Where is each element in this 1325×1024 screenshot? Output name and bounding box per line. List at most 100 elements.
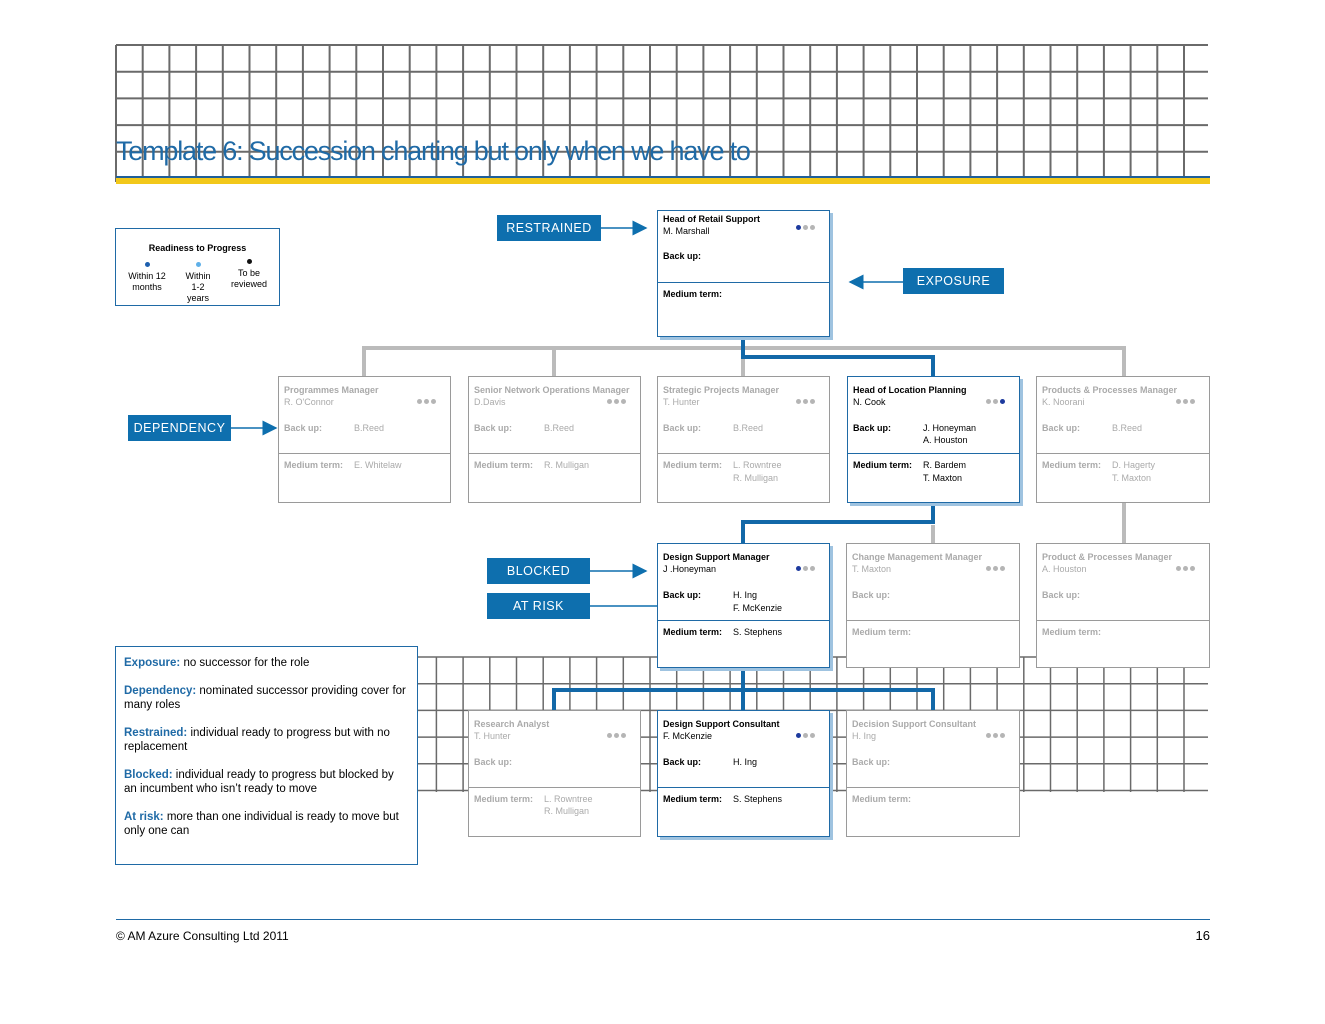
medium-term-label: Medium term: (474, 794, 534, 804)
backup-label: Back up: (852, 590, 891, 600)
backup-label: Back up: (1042, 423, 1081, 433)
page-title: Template 6: Succession charting but only… (116, 136, 751, 166)
readiness-dots-icon (1176, 566, 1195, 571)
backup-name: F. McKenzie (733, 603, 783, 613)
role-card-head-of-location-planning: Head of Location Planning N. Cook Back u… (847, 376, 1020, 503)
definitions-panel: Exposure: no successor for the role Depe… (115, 646, 418, 865)
readiness-dots-icon (796, 399, 815, 404)
backup-name: B.Reed (1112, 423, 1143, 433)
role-holder: T. Hunter (663, 397, 700, 407)
legend-item-within-12-months: Within 12 months (122, 262, 172, 293)
dot-icon (144, 262, 150, 267)
backup-name: B.Reed (354, 423, 385, 433)
role-card-change-management-manager: Change Management Manager T. Maxton Back… (846, 543, 1020, 668)
medium-term-name: L. Rowntree (544, 794, 593, 804)
medium-term-name: T. Maxton (1112, 473, 1152, 483)
dependency-tag: DEPENDENCY (128, 415, 231, 441)
definition-term: Blocked: (124, 769, 173, 781)
definition-text: individual ready to progress but with no… (124, 727, 390, 753)
definition-exposure: Exposure: no successor for the role (124, 656, 409, 670)
role-holder: K. Noorani (1042, 397, 1085, 407)
backup-name: J. Honeyman (923, 423, 977, 433)
backup-name: A. Houston (923, 435, 968, 445)
legend-heading: Readiness to Progress (148, 243, 247, 253)
role-title: Strategic Projects Manager (663, 385, 780, 395)
definition-term: Dependency: (124, 685, 197, 697)
role-card-decision-support-consultant: Decision Support Consultant H. Ing Back … (846, 710, 1020, 837)
medium-term-name: L. Rowntree (733, 460, 782, 470)
readiness-dots-icon (986, 399, 1005, 404)
medium-term-label: Medium term: (663, 794, 723, 804)
readiness-dots-icon (796, 225, 815, 230)
role-title: Senior Network Operations Manager (474, 385, 630, 395)
medium-term-label: Medium term: (1042, 460, 1102, 470)
backup-label: Back up: (852, 757, 891, 767)
backup-label: Back up: (474, 423, 513, 433)
copyright: © AM Azure Consulting Ltd 2011 (116, 929, 289, 943)
definition-text: nominated successor providing cover for … (124, 685, 406, 711)
backup-name: B.Reed (544, 423, 575, 433)
role-holder: M. Marshall (663, 226, 710, 236)
blocked-tag: BLOCKED (487, 558, 590, 584)
role-holder: T. Hunter (474, 731, 511, 741)
readiness-dots-icon (986, 566, 1005, 571)
medium-term-label: Medium term: (284, 460, 344, 470)
medium-term-name: T. Maxton (923, 473, 963, 483)
page-number: 16 (1195, 928, 1210, 943)
medium-term-label: Medium term: (663, 460, 723, 470)
footer-divider (116, 919, 1210, 920)
role-title: Head of Retail Support (663, 214, 761, 224)
exposure-tag: EXPOSURE (903, 268, 1004, 294)
readiness-dots-icon (417, 399, 436, 404)
role-title: Design Support Consultant (663, 719, 780, 729)
title-underline-blue (116, 176, 1210, 178)
definition-text: no successor for the role (180, 657, 310, 669)
medium-term-name: E. Whitelaw (354, 460, 402, 470)
role-card-products-processes-manager: Products & Processes Manager K. Noorani … (1036, 376, 1210, 503)
role-card-senior-network-operations-manager: Senior Network Operations Manager D.Davi… (468, 376, 641, 503)
backup-name: B.Reed (733, 423, 764, 433)
dot-icon (246, 259, 252, 264)
backup-label: Back up: (663, 251, 702, 261)
medium-term-label: Medium term: (852, 794, 912, 804)
medium-term-label: Medium term: (853, 460, 913, 470)
role-title: Head of Location Planning (853, 385, 967, 395)
readiness-dots-icon (796, 733, 815, 738)
definition-term: Restrained: (124, 727, 188, 739)
legend-label: Within 12 months (128, 271, 166, 292)
role-title: Product & Processes Manager (1042, 552, 1173, 562)
medium-term-name: S. Stephens (733, 627, 783, 637)
medium-term-label: Medium term: (1042, 627, 1102, 637)
title-underline-gold (116, 178, 1210, 184)
readiness-dots-icon (607, 399, 626, 404)
legend-item-within-1-2-years: Within 1-2 years (173, 262, 223, 304)
medium-term-label: Medium term: (663, 289, 723, 299)
backup-label: Back up: (663, 590, 702, 600)
backup-label: Back up: (663, 757, 702, 767)
role-title: Change Management Manager (852, 552, 983, 562)
role-card-design-support-manager: Design Support Manager J .Honeyman Back … (657, 543, 830, 668)
backup-name: H. Ing (733, 590, 758, 600)
legend-label: To be reviewed (230, 268, 268, 289)
at-risk-tag: AT RISK (487, 593, 590, 619)
backup-label: Back up: (284, 423, 323, 433)
role-holder: T. Maxton (852, 564, 892, 574)
medium-term-label: Medium term: (474, 460, 534, 470)
medium-term-name: R. Mulligan (733, 473, 779, 483)
restrained-tag: RESTRAINED (497, 215, 601, 241)
backup-label: Back up: (474, 757, 513, 767)
role-card-head-of-retail-support: Head of Retail Support M. Marshall Back … (657, 210, 830, 337)
definition-restrained: Restrained: individual ready to progress… (124, 726, 409, 754)
role-holder: H. Ing (852, 731, 877, 741)
role-card-programmes-manager: Programmes Manager R. O'Connor Back up: … (278, 376, 451, 503)
active-connectors (552, 337, 935, 710)
role-title: Decision Support Consultant (852, 719, 977, 729)
role-holder: F. McKenzie (663, 731, 713, 741)
medium-term-label: Medium term: (852, 627, 912, 637)
medium-term-name: R. Bardem (923, 460, 967, 470)
role-title: Programmes Manager (284, 385, 379, 395)
backup-label: Back up: (663, 423, 702, 433)
role-holder: R. O'Connor (284, 397, 334, 407)
legend-item-to-be-reviewed: To be reviewed (224, 259, 274, 290)
